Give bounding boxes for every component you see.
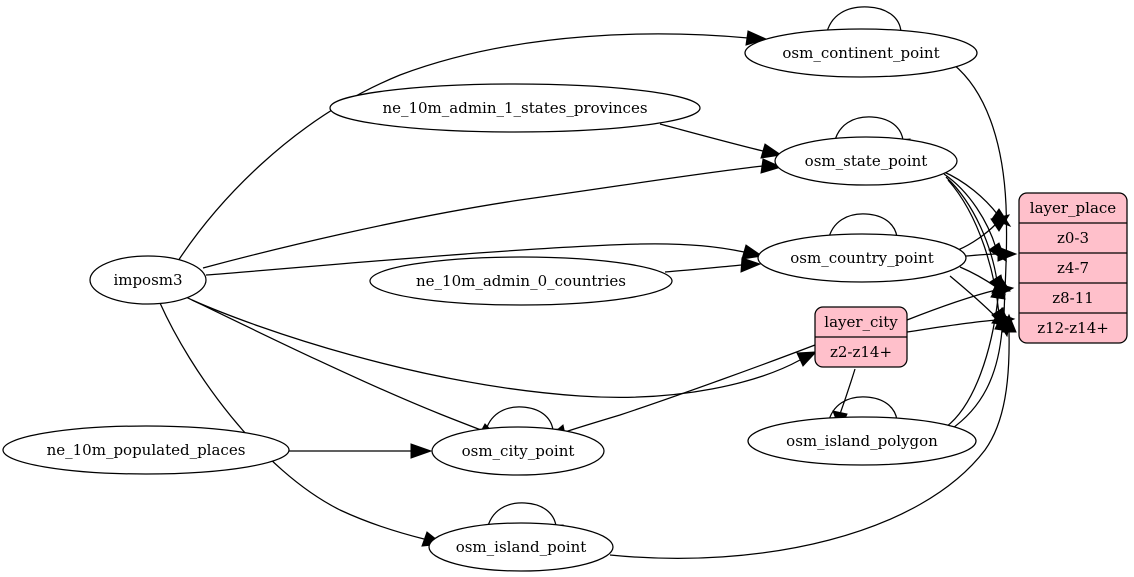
node-osm-state-point[interactable]: osm_state_point <box>774 136 958 186</box>
edge-imposm3-to-osm-continent-point <box>177 30 768 262</box>
nodes-layer: imposm3 ne_10m_admin_1_states_provinces … <box>2 28 978 572</box>
edge-imposm3-to-osm-state-point <box>202 158 783 269</box>
node-osm-city-point[interactable]: osm_city_point <box>431 426 605 476</box>
record-layer-city[interactable]: layer_city z2-z14+ <box>814 306 908 368</box>
node-ne-10m-populated-places[interactable]: ne_10m_populated_places <box>2 425 290 475</box>
edge-ne-states-to-osm-state-point <box>659 123 783 159</box>
node-ne-populated-label: ne_10m_populated_places <box>47 441 246 459</box>
node-osm-continent-point-label: osm_continent_point <box>782 44 939 62</box>
node-ne-10m-admin-0-countries[interactable]: ne_10m_admin_0_countries <box>369 256 673 306</box>
edge-osm-state-point-to-layer-place-z8-11 <box>945 176 1006 296</box>
layer-place-z12-z14plus[interactable]: z12-z14+ <box>1037 319 1109 337</box>
node-osm-country-point-label: osm_country_point <box>790 249 934 267</box>
node-osm-state-point-label: osm_state_point <box>805 152 928 170</box>
edge-osm-country-point-to-layer-place-z0-3 <box>957 214 1011 251</box>
node-osm-island-polygon-label: osm_island_polygon <box>786 432 938 450</box>
edge-osm-country-point-to-layer-place-z4-7 <box>965 246 1018 262</box>
node-ne-states-label: ne_10m_admin_1_states_provinces <box>382 99 647 117</box>
node-osm-continent-point[interactable]: osm_continent_point <box>744 28 978 78</box>
edge-imposm3-to-osm-country-point <box>205 243 764 276</box>
node-osm-island-point-label: osm_island_point <box>456 538 587 556</box>
edge-ne-populated-to-osm-city-point <box>289 443 433 459</box>
node-osm-island-polygon[interactable]: osm_island_polygon <box>747 416 977 466</box>
record-layer-place[interactable]: layer_place z0-3 z4-7 z8-11 z12-z14+ <box>1018 192 1128 344</box>
node-imposm3[interactable]: imposm3 <box>89 255 207 305</box>
node-ne-countries-label: ne_10m_admin_0_countries <box>416 272 626 290</box>
node-ne-10m-admin-1-states-provinces[interactable]: ne_10m_admin_1_states_provinces <box>329 83 701 133</box>
layer-city-title: layer_city <box>824 313 898 331</box>
layer-place-z4-7[interactable]: z4-7 <box>1057 259 1089 277</box>
node-imposm3-label: imposm3 <box>113 271 182 289</box>
edge-osm-island-polygon-to-layer-place-z8-11 <box>945 279 1006 428</box>
node-osm-island-point[interactable]: osm_island_point <box>428 522 614 572</box>
layer-place-title: layer_place <box>1030 199 1117 217</box>
edge-osm-island-polygon-to-layer-place-z12 <box>949 311 1010 431</box>
record-nodes-layer: layer_place z0-3 z4-7 z8-11 z12-z14+ lay… <box>814 192 1128 368</box>
node-osm-country-point[interactable]: osm_country_point <box>757 233 967 283</box>
layer-place-z0-3[interactable]: z0-3 <box>1057 229 1089 247</box>
layer-place-z8-11[interactable]: z8-11 <box>1052 289 1094 307</box>
node-osm-city-point-label: osm_city_point <box>462 442 575 460</box>
edge-osm-island-point-to-layer-place-z12 <box>609 313 1017 559</box>
edge-ne-countries-to-osm-country-point <box>664 257 762 273</box>
edge-imposm3-to-osm-city-point <box>185 296 500 439</box>
edge-imposm3-to-osm-island-point <box>159 302 444 547</box>
edge-imposm3-to-layer-city <box>191 299 818 398</box>
layer-city-z2-z14plus[interactable]: z2-z14+ <box>830 343 892 361</box>
